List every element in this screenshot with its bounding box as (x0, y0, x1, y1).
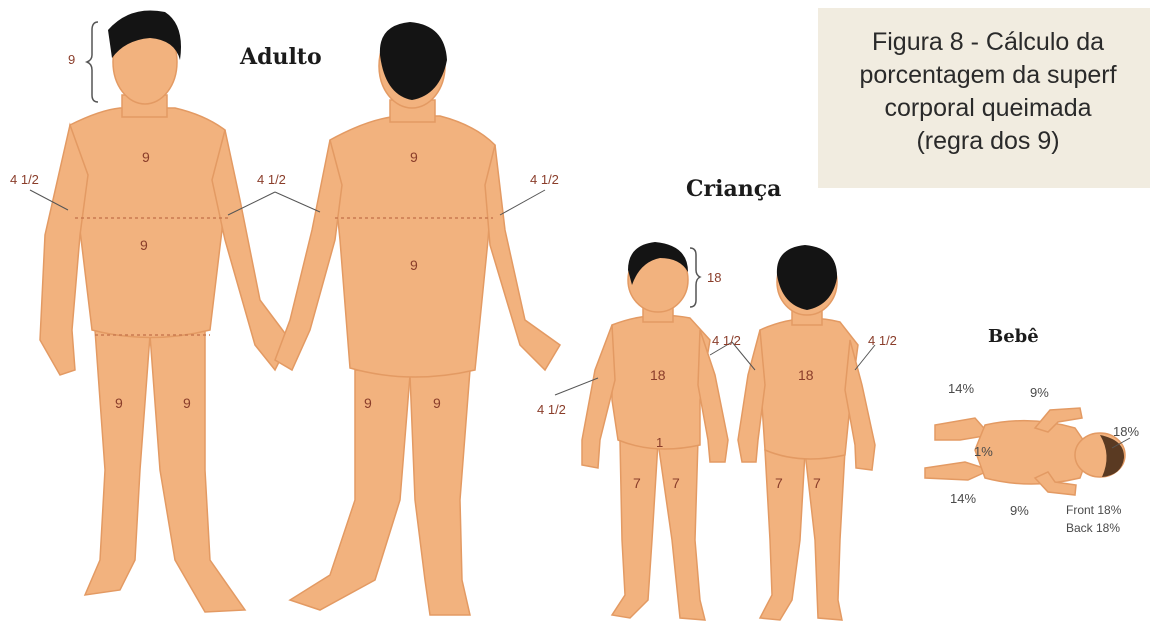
baby-leg-upper-label: 14% (948, 381, 974, 396)
child-arm-left-label: 4 1/2 (537, 402, 566, 417)
child-arm-top-label: 4 1/2 (712, 333, 741, 348)
child-front-figure (582, 248, 728, 620)
adult-head-bracket (87, 22, 98, 102)
adult-head-label: 9 (68, 52, 75, 67)
baby-leg-lower-label: 14% (950, 491, 976, 506)
adult-left-arm-label: 4 1/2 (10, 172, 39, 187)
child-head-bracket (690, 248, 700, 307)
baby-groin-label: 1% (974, 444, 993, 459)
adult-back-right-leg-label: 9 (433, 395, 441, 411)
child-back-left-leg-label: 7 (775, 475, 783, 491)
adult-lower-back-label: 9 (410, 257, 418, 273)
adult-right-arm-label: 4 1/2 (257, 172, 286, 187)
adult-front-figure (40, 20, 290, 612)
adult-back-left-leg-label: 9 (364, 395, 372, 411)
baby-front-label: Front 18% (1066, 503, 1122, 517)
child-front-trunk-label: 18 (650, 367, 666, 383)
baby-head-label: 18% (1113, 424, 1139, 439)
baby-figure (925, 408, 1125, 495)
child-back-right-leg-label: 7 (813, 475, 821, 491)
child-head-label: 18 (707, 270, 721, 285)
baby-arm-upper-label: 9% (1030, 385, 1049, 400)
adult-upper-back-label: 9 (410, 149, 418, 165)
adult-front-left-leg-label: 9 (115, 395, 123, 411)
baby-arm-lower-label: 9% (1010, 503, 1029, 518)
adult-abdomen-label: 9 (140, 237, 148, 253)
adult-back-right-arm-pointer (500, 190, 545, 215)
baby-back-label: Back 18% (1066, 521, 1120, 535)
adult-back-left-arm-pointer (275, 192, 320, 212)
child-genital-label: 1 (656, 435, 663, 450)
adult-back-arm-label: 4 1/2 (530, 172, 559, 187)
adult-front-right-leg-label: 9 (183, 395, 191, 411)
child-front-left-leg-label: 7 (633, 475, 641, 491)
child-front-right-leg-label: 7 (672, 475, 680, 491)
child-arm-right-label: 4 1/2 (868, 333, 897, 348)
adult-chest-label: 9 (142, 149, 150, 165)
adult-back-figure (275, 24, 560, 615)
child-back-trunk-label: 18 (798, 367, 814, 383)
